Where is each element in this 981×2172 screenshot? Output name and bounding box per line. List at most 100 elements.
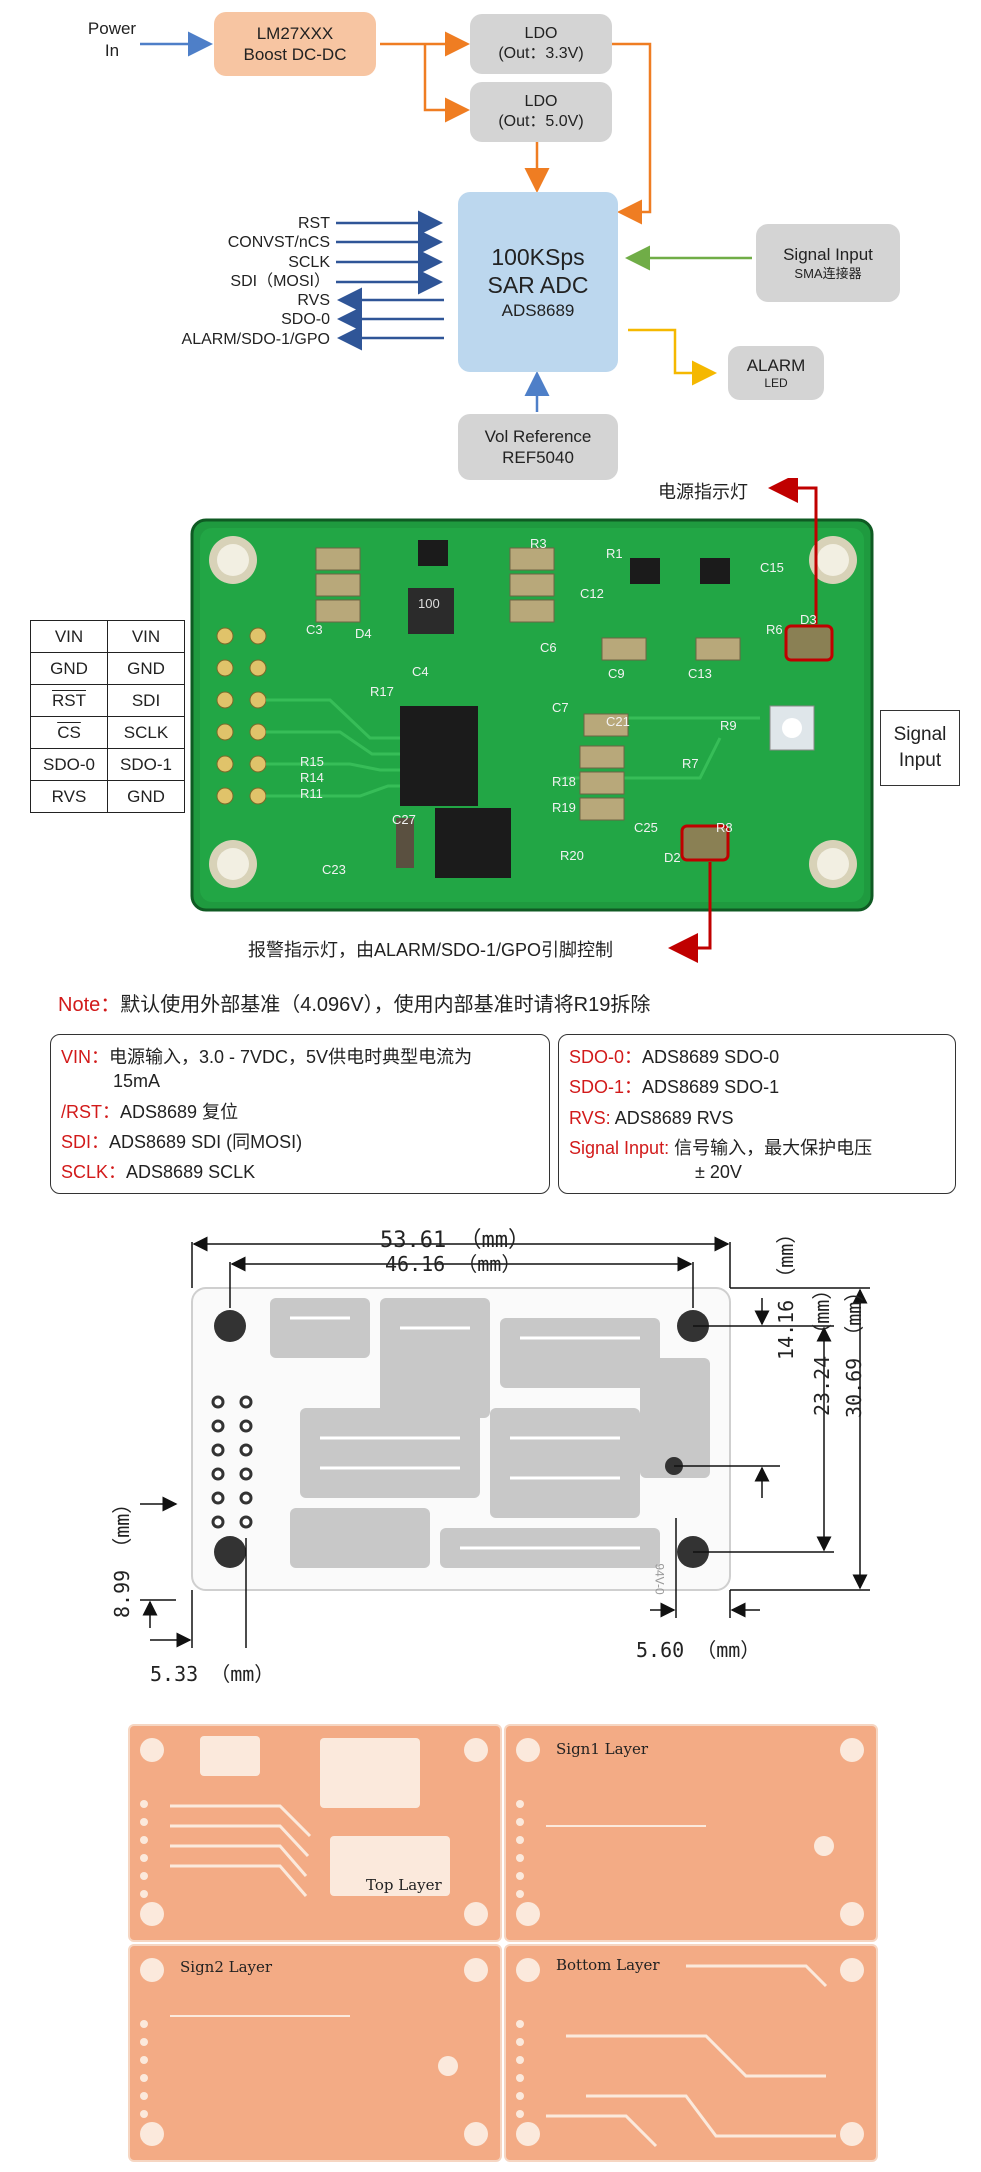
- info-sdo0: SDO-0：ADS8689 SDO-0: [569, 1045, 955, 1069]
- info-value: ADS8689 SDO-0: [642, 1047, 780, 1067]
- pin-label-convst: CONVST/nCS: [227, 234, 330, 252]
- info-box-left: VIN：电源输入，3.0 - 7VDC，5V供电时典型电流为 15mA /RST…: [50, 1034, 550, 1194]
- dim-h3: 30.69 （mm）: [842, 1281, 866, 1418]
- silk-c7: C7: [552, 700, 569, 715]
- info-value: ADS8689 SDO-1: [642, 1077, 780, 1098]
- pin-cell: SCLK: [107, 716, 185, 749]
- signal-input-callout: Signal Input: [880, 710, 960, 786]
- silk-r14: R14: [300, 770, 324, 785]
- layer-top-art: [140, 1736, 488, 1926]
- ldo-5v-block: LDO (Out：5.0V): [470, 82, 612, 142]
- layer-sign1-label: Sign1 Layer: [556, 1740, 649, 1758]
- silk-r7: R7: [682, 756, 699, 771]
- layer-sign2-art: [140, 1958, 488, 2146]
- layer-bottom-label: Bottom Layer: [556, 1956, 660, 1974]
- info-key: RVS:: [569, 1107, 611, 1128]
- pin-label-rvs: RVS: [297, 292, 330, 310]
- pin-label-sclk: SCLK: [288, 253, 330, 271]
- silk-c6: C6: [540, 640, 557, 655]
- vref-block: Vol Reference REF5040: [458, 414, 618, 480]
- silk-d4: D4: [355, 626, 372, 641]
- layer-top-card: Top Layer: [128, 1724, 502, 1942]
- silk-c3: C3: [306, 622, 323, 637]
- info-rst: /RST：ADS8689 复位: [61, 1100, 549, 1124]
- ldo50-line2: (Out：5.0V): [498, 113, 584, 130]
- vref-line2: REF5040: [502, 448, 574, 467]
- silk-r1: R1: [606, 546, 623, 561]
- layer-bottom-card: Bottom Layer: [504, 1944, 878, 2162]
- ldo-3v3-block: LDO (Out：3.3V): [470, 14, 612, 74]
- info-value: 电源输入，3.0 - 7VDC，5V供电时典型电流为: [109, 1047, 473, 1067]
- info-value: ADS8689 复位: [120, 1101, 239, 1122]
- info-key: VIN：: [61, 1047, 110, 1067]
- note-prefix: Note：: [58, 994, 121, 1016]
- silk-100: 100: [418, 596, 440, 611]
- alarm-led-label: 报警指示灯，由ALARM/SDO-1/GPO引脚控制: [248, 940, 614, 960]
- silk-d3: D3: [800, 612, 817, 627]
- boost-line2: Boost DC-DC: [243, 45, 347, 64]
- silk-c13: C13: [688, 666, 712, 681]
- info-rvs: RVS: ADS8689 RVS: [569, 1106, 955, 1130]
- adc-line1: 100KSps: [491, 243, 585, 270]
- pin-cell: SDI: [107, 684, 185, 717]
- ldo33-line1: LDO: [524, 25, 558, 42]
- alarm-line1: ALARM: [746, 355, 806, 375]
- power-led-label: 电源指示灯: [658, 482, 748, 502]
- ldo33-line2: (Out：3.3V): [498, 45, 584, 62]
- pin-labels: RST CONVST/nCS SCLK SDI（MOSI） RVS SDO-0 …: [100, 214, 330, 349]
- signal-input-line1: Signal Input: [783, 245, 873, 265]
- silk-d2: D2: [664, 850, 681, 865]
- dim-bottom-left: 5.33 （mm）: [150, 1662, 275, 1686]
- info-value: 信号输入，最大保护电压: [674, 1137, 873, 1158]
- note-text: 默认使用外部基准（4.096V），使用内部基准时请将R19拆除: [120, 994, 651, 1016]
- info-value: ADS8689 SCLK: [126, 1162, 256, 1183]
- pin-cell: GND: [30, 652, 108, 685]
- info-vin: VIN：电源输入，3.0 - 7VDC，5V供电时典型电流为 15mA: [61, 1045, 549, 1094]
- adc-block: 100KSps SAR ADC ADS8689: [458, 192, 618, 372]
- layer-sign1-card: Sign1 Layer: [504, 1724, 878, 1942]
- adc-line2: SAR ADC: [487, 272, 589, 299]
- info-signal-input: Signal Input: 信号输入，最大保护电压 ± 20V: [569, 1136, 955, 1185]
- info-key: /RST：: [61, 1101, 121, 1122]
- layer-top-label: Top Layer: [366, 1876, 442, 1894]
- ldo50-line1: LDO: [524, 93, 558, 110]
- info-key: SDI：: [61, 1131, 110, 1152]
- layer-sign2-label: Sign2 Layer: [180, 1958, 273, 1976]
- silk-r19: R19: [552, 800, 576, 815]
- dim-width-total: 53.61 （mm）: [380, 1228, 530, 1253]
- pin-cell: RST: [30, 684, 108, 717]
- pin-label-sdo0: SDO-0: [281, 311, 330, 329]
- silk-c15: C15: [760, 560, 784, 575]
- dim-h2: 23.24 （mm）: [810, 1279, 834, 1416]
- pin-cell: CS: [30, 716, 108, 749]
- silk-r15: R15: [300, 754, 324, 769]
- info-key: SCLK：: [61, 1162, 127, 1183]
- silk-r6: R6: [766, 622, 783, 637]
- layer-bottom-art: [516, 1958, 864, 2148]
- note: Note：默认使用外部基准（4.096V），使用内部基准时请将R19拆除: [58, 988, 650, 1017]
- silk-c27: C27: [392, 812, 416, 827]
- layer-sign1-art: [516, 1738, 864, 1926]
- pin-label-rst: RST: [298, 215, 330, 232]
- info-sdi: SDI：ADS8689 SDI (同MOSI): [61, 1130, 549, 1154]
- info-sdo1: SDO-1：ADS8689 SDO-1: [569, 1075, 955, 1099]
- silk-r3: R3: [530, 536, 547, 551]
- silk-r9: R9: [720, 718, 737, 733]
- silk-c21: C21: [606, 714, 630, 729]
- silk-c4: C4: [412, 664, 429, 679]
- alarm-line2: LED: [764, 376, 788, 391]
- boost-line1: LM27XXX: [256, 23, 334, 43]
- boost-converter-block: LM27XXX Boost DC-DC: [214, 12, 376, 76]
- info-value-cont: ± 20V: [695, 1162, 742, 1183]
- pin-cell: VIN: [107, 620, 185, 653]
- signal-input-block: Signal Input SMA连接器: [756, 224, 900, 302]
- pin-cell: GND: [107, 652, 185, 685]
- pin-cell: SDO-0: [30, 748, 108, 781]
- pin-label-sdi: SDI（MOSI）: [230, 272, 330, 290]
- vref-line1: Vol Reference: [484, 426, 592, 446]
- adc-line3: ADS8689: [501, 301, 575, 321]
- silk-r17: R17: [370, 684, 394, 699]
